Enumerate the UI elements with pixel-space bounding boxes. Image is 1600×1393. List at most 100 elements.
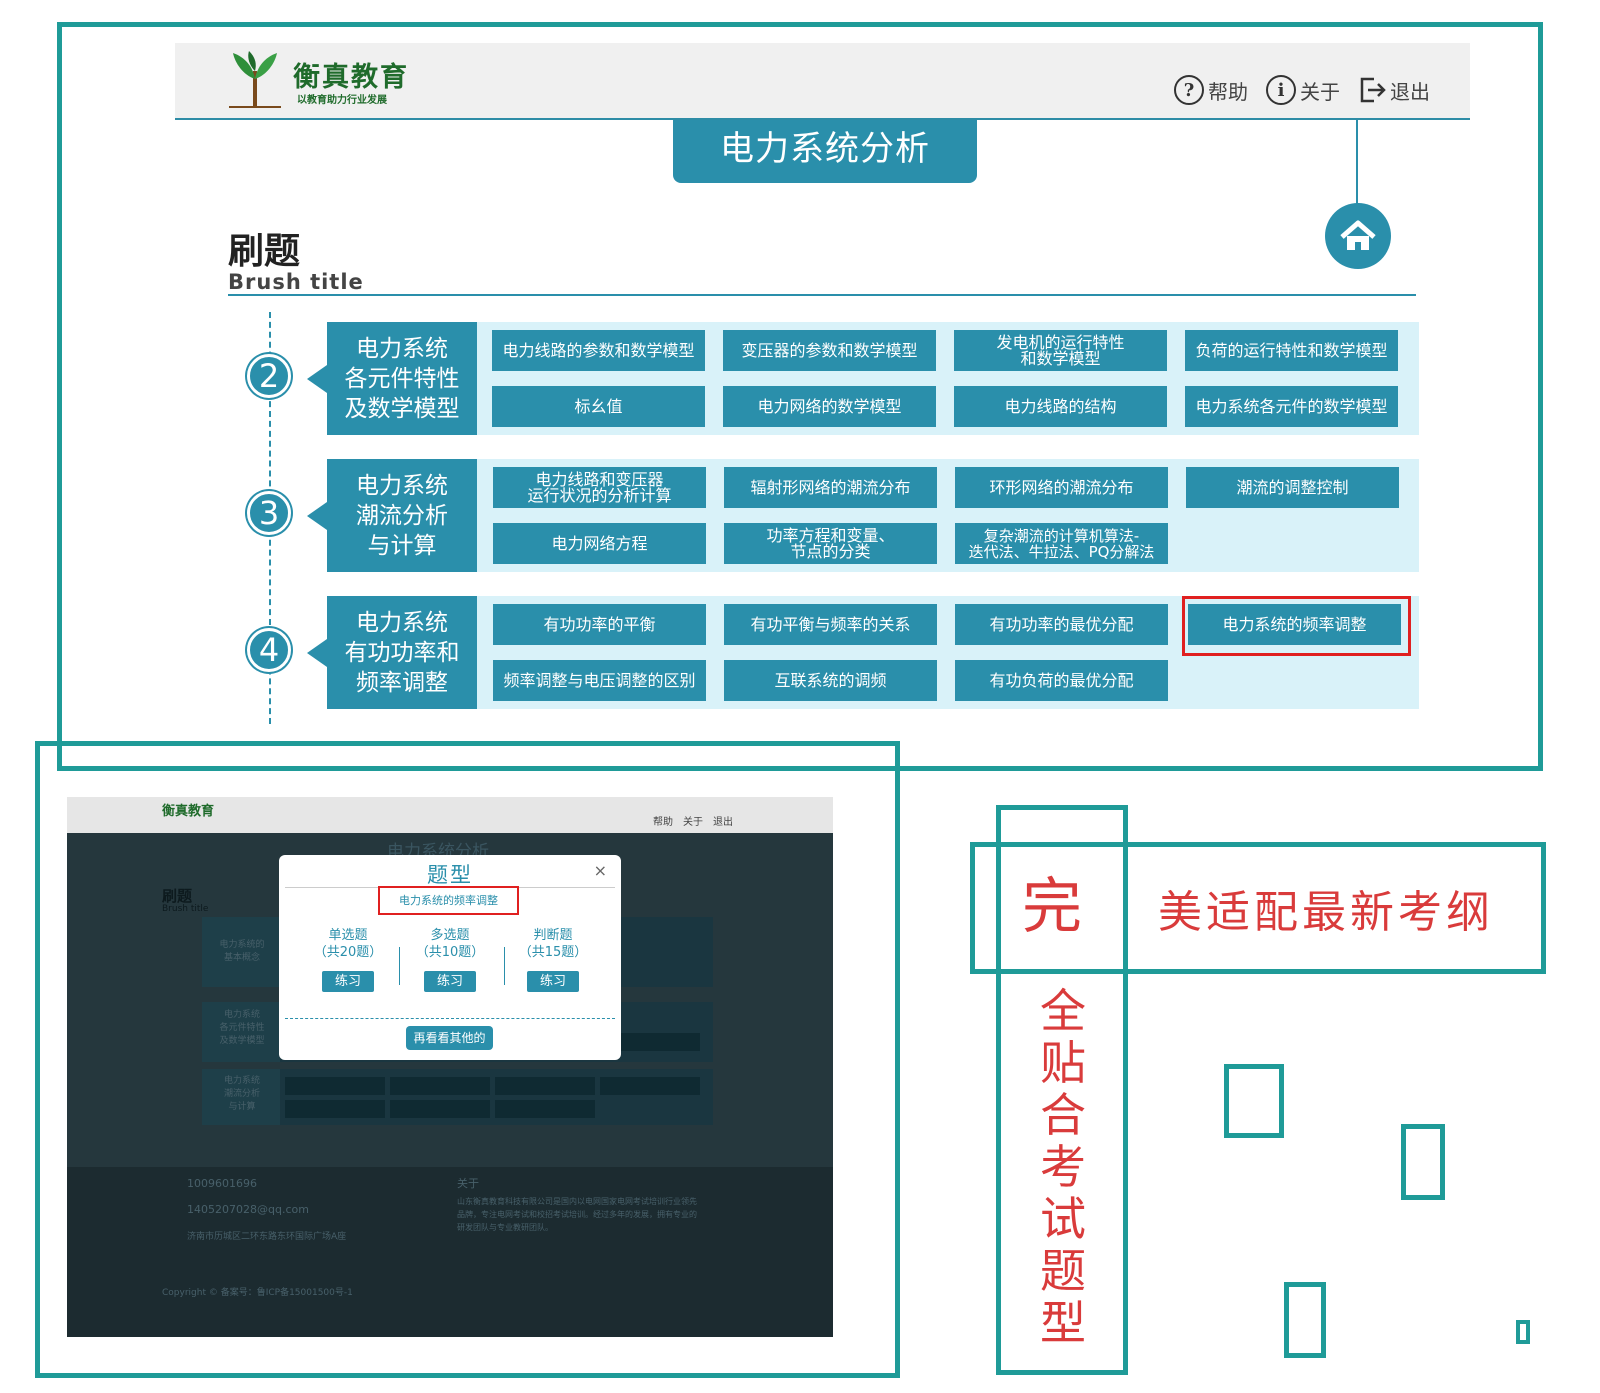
chapter-2-label: 电力系统各元件特性及数学模型 [307,322,477,435]
chapter-4-number: 4 [247,628,291,672]
topic-button[interactable]: 辐射形网络的潮流分布 [724,467,937,508]
topic-button[interactable]: 电力线路和变压器 运行状况的分析计算 [493,467,706,508]
footer-address: 济南市历城区二环东路东环国际广场A座 [187,1232,347,1242]
topic-button[interactable]: 标幺值 [492,386,705,427]
mini-ch1-label: 电力系统的 基本概念 [219,940,265,963]
footer-email: 1405207028@qq.com [187,1203,309,1216]
bottom-left-frame [35,741,900,1378]
mini-tile [285,1077,385,1095]
help-label: 帮助 [1208,79,1248,104]
mini-ch1 [202,917,280,987]
question-type-modal: 题型 × 电力系统的频率调整 单选题 （共20题） 练习 多选题 （共10题） … [279,855,621,1060]
topic-button[interactable]: 有功功率的最优分配 [955,604,1168,645]
topic-button[interactable]: 频率调整与电压调整的区别 [493,660,706,701]
mini-tile [390,1077,490,1095]
home-connector [1356,120,1358,206]
mini-footer: 1009601696 1405207028@qq.com 济南市历城区二环东路东… [67,1167,833,1337]
top-nav: ? 帮助 i 关于 退出 [1174,75,1430,105]
practice-button[interactable]: 练习 [527,971,579,992]
mini-exit[interactable]: 退出 [713,817,733,828]
topic-button[interactable]: 电力系统的频率调整 [1188,604,1401,645]
topic-button[interactable]: 潮流的调整控制 [1186,467,1399,508]
mini-heading: 刷题 [162,887,193,905]
help-icon: ? [1174,75,1204,105]
topic-button[interactable]: 电力线路的结构 [954,386,1167,427]
mini-header: 衡真教育 帮助 关于 退出 [67,797,833,833]
practice-button[interactable]: 练习 [322,971,374,992]
close-icon[interactable]: × [593,861,607,880]
mini-tile [390,1100,490,1118]
question-type-name: 单选题 [328,928,368,943]
promo-line-2: 全贴合考试题型 [1040,984,1086,1350]
true-false-column: 判断题 （共15题） 练习 [508,927,598,992]
column-separator [504,947,505,985]
page-title: 电力系统分析 [673,120,977,183]
heading-divider [228,294,1416,296]
tree-logo-icon [229,51,281,108]
topic-button[interactable]: 电力系统各元件的数学模型 [1185,386,1398,427]
mini-about[interactable]: 关于 [683,817,703,828]
mini-ch3-label: 电力系统 潮流分析 与计算 [223,1076,260,1112]
practice-button[interactable]: 练习 [424,971,476,992]
mini-ch3 [202,1069,280,1125]
promo-line-1: 美适配最新考纲 [1158,887,1494,938]
topic-button[interactable]: 有功平衡与频率的关系 [724,604,937,645]
mini-tile [285,1100,385,1118]
help-link[interactable]: ? 帮助 [1174,75,1248,105]
question-type-name: 判断题 [533,928,573,943]
info-icon: i [1266,75,1296,105]
modal-topic: 电力系统的频率调整 [378,886,519,915]
mini-tile [600,1077,700,1095]
topic-button[interactable]: 有功功率的平衡 [493,604,706,645]
topic-button[interactable]: 变压器的参数和数学模型 [723,330,936,371]
multi-choice-column: 多选题 （共10题） 练习 [405,927,495,992]
promo-frame-v [996,805,1128,1375]
header-bar: 衡真教育 以教育助力行业发展 ? 帮助 i 关于 退出 [175,43,1470,120]
topic-button[interactable]: 功率方程和变量、 节点的分类 [724,523,937,564]
chapter-3-number: 3 [247,491,291,535]
exit-label: 退出 [1390,79,1430,104]
decor-square [1284,1282,1326,1358]
topic-button[interactable]: 负荷的运行特性和数学模型 [1185,330,1398,371]
section-subheading: Brush title [228,270,364,294]
question-type-count: （共20题） [313,945,383,960]
exit-icon [1360,77,1386,103]
question-type-name: 多选题 [430,928,470,943]
topic-button[interactable]: 发电机的运行特性 和数学模型 [954,330,1167,371]
brand-slogan: 以教育助力行业发展 [297,95,387,106]
home-button[interactable] [1325,203,1391,269]
single-choice-column: 单选题 （共20题） 练习 [303,927,393,992]
footer-about-title: 关于 [457,1177,479,1190]
mini-tile [495,1077,595,1095]
exit-link[interactable]: 退出 [1358,75,1430,105]
topic-button[interactable]: 电力网络方程 [493,523,706,564]
brand-name: 衡真教育 [293,62,409,93]
decor-square [1401,1124,1445,1200]
question-type-count: （共15题） [518,945,588,960]
topic-button[interactable]: 复杂潮流的计算机算法- 迭代法、牛拉法、PQ分解法 [955,523,1168,564]
decor-square [1516,1320,1530,1344]
chapter-4-label: 电力系统有功功率和频率调整 [307,596,477,709]
column-separator [399,947,400,985]
topic-button[interactable]: 电力网络的数学模型 [723,386,936,427]
about-link[interactable]: i 关于 [1266,75,1340,105]
topic-button[interactable]: 环形网络的潮流分布 [955,467,1168,508]
topic-button[interactable]: 互联系统的调频 [724,660,937,701]
mini-ch2-label: 电力系统 各元件特性 及数学模型 [219,1010,265,1046]
mini-brand: 衡真教育 [162,804,215,819]
decor-square [1224,1064,1284,1138]
top-frame [57,22,1543,771]
mini-nav: 帮助 关于 退出 [653,813,733,828]
mini-help[interactable]: 帮助 [653,817,673,828]
topic-button[interactable]: 电力线路的参数和数学模型 [492,330,705,371]
chapter-2-number: 2 [247,354,291,398]
see-others-button[interactable]: 再看看其他的 [406,1026,493,1050]
topic-button[interactable]: 有功负荷的最优分配 [955,660,1168,701]
chapter-3-label: 电力系统潮流分析与计算 [307,459,477,572]
modal-dashed-divider [285,1018,615,1019]
promo-frame-h [970,842,1546,974]
footer-copyright: Copyright © 备案号：鲁ICP备15001500号-1 [162,1288,353,1298]
footer-about-text: 山东衡真教育科技有限公司是国内以电网国家电网考试培训行业领先品牌，专注电网考试和… [457,1197,697,1232]
mini-subheading: Brush title [162,904,209,914]
question-type-count: （共10题） [415,945,485,960]
